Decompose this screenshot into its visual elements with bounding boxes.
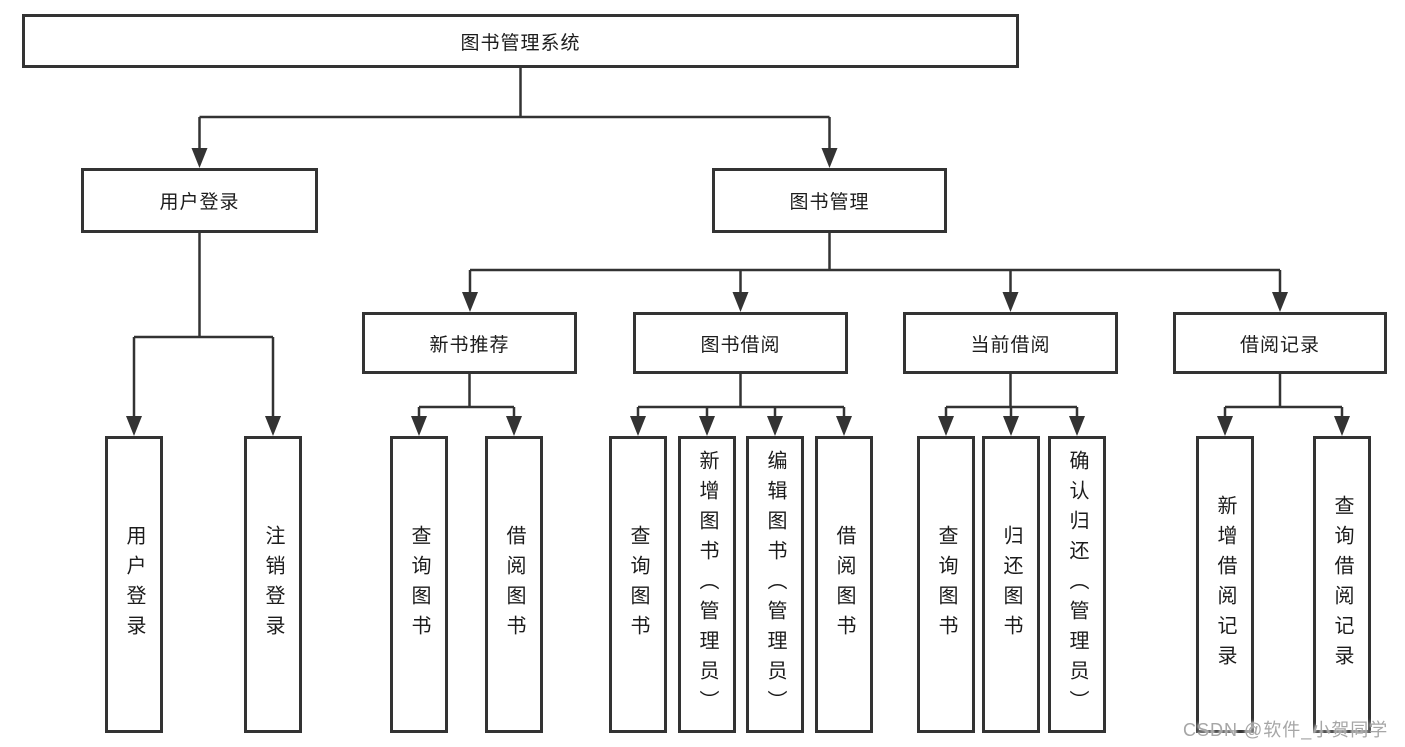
connector-user-login: [132, 233, 275, 418]
node-user-login: 用户登录: [81, 168, 318, 233]
arrowhead-down-icon: [821, 148, 838, 168]
arrowhead-down-icon: [732, 292, 749, 312]
leaf-label: 借阅图书: [833, 524, 855, 645]
leaf-label: 新增借阅记录: [1214, 494, 1236, 675]
connector-current-borrowing: [944, 374, 1079, 418]
connector-new-book-recommend: [417, 374, 516, 418]
leaf-records-add-record: 新增借阅记录: [1196, 436, 1254, 733]
arrowhead-down-icon: [411, 416, 427, 436]
leaf-current-return-book: 归还图书: [982, 436, 1040, 733]
node-book-borrowing: 图书借阅: [633, 312, 848, 374]
leaf-label: 注销登录: [262, 524, 284, 645]
arrowhead-down-icon: [630, 416, 646, 436]
arrowhead-down-icon: [767, 416, 783, 436]
node-new-book-recommend: 新书推荐: [362, 312, 577, 374]
leaf-borrow-query-books: 查询图书: [609, 436, 667, 733]
arrowhead-down-icon: [938, 416, 954, 436]
arrowhead-down-icon: [462, 292, 478, 312]
watermark: CSDN @软件_小贺同学: [1183, 720, 1389, 740]
leaf-label: 查询借阅记录: [1331, 494, 1353, 675]
connector-borrow-records: [1223, 374, 1344, 418]
leaf-label: 编辑图书（管理员）: [764, 449, 786, 720]
node-library-system: 图书管理系统: [22, 14, 1019, 68]
arrowhead-down-icon: [1003, 416, 1019, 436]
arrowhead-down-icon: [265, 416, 281, 436]
leaf-recommend-borrow-books: 借阅图书: [485, 436, 543, 733]
node-current-borrowing: 当前借阅: [903, 312, 1118, 374]
arrowhead-down-icon: [1334, 416, 1350, 436]
leaf-logout: 注销登录: [244, 436, 302, 733]
leaf-borrow-add-book-admin: 新增图书（管理员）: [678, 436, 736, 733]
node-book-management: 图书管理: [712, 168, 947, 233]
arrowhead-down-icon: [1217, 416, 1233, 436]
arrowhead-down-icon: [126, 416, 142, 436]
leaf-borrow-borrow-books: 借阅图书: [815, 436, 873, 733]
leaf-records-query-record: 查询借阅记录: [1313, 436, 1371, 733]
leaf-current-confirm-return-admin: 确认归还（管理员）: [1048, 436, 1106, 733]
leaf-label: 查询图书: [627, 524, 649, 645]
leaf-label: 新增图书（管理员）: [696, 449, 718, 720]
arrowhead-down-icon: [836, 416, 852, 436]
arrowhead-down-icon: [1002, 292, 1019, 312]
arrowhead-down-icon: [191, 148, 208, 168]
leaf-label: 查询图书: [408, 524, 430, 645]
leaf-label: 确认归还（管理员）: [1066, 449, 1088, 720]
leaf-current-query-books: 查询图书: [917, 436, 975, 733]
arrowhead-down-icon: [506, 416, 522, 436]
leaf-user-login: 用户登录: [105, 436, 163, 733]
leaf-borrow-edit-book-admin: 编辑图书（管理员）: [746, 436, 804, 733]
node-borrow-records: 借阅记录: [1173, 312, 1387, 374]
arrowhead-down-icon: [1272, 292, 1288, 312]
leaf-label: 借阅图书: [503, 524, 525, 645]
leaf-label: 查询图书: [935, 524, 957, 645]
connector-book-borrowing: [636, 374, 846, 418]
leaf-label: 用户登录: [123, 524, 145, 645]
leaf-recommend-query-books: 查询图书: [390, 436, 448, 733]
connector-root: [198, 68, 831, 150]
connector-book-management: [468, 233, 1282, 294]
arrowhead-down-icon: [1069, 416, 1085, 436]
leaf-label: 归还图书: [1000, 524, 1022, 645]
arrowhead-down-icon: [699, 416, 715, 436]
